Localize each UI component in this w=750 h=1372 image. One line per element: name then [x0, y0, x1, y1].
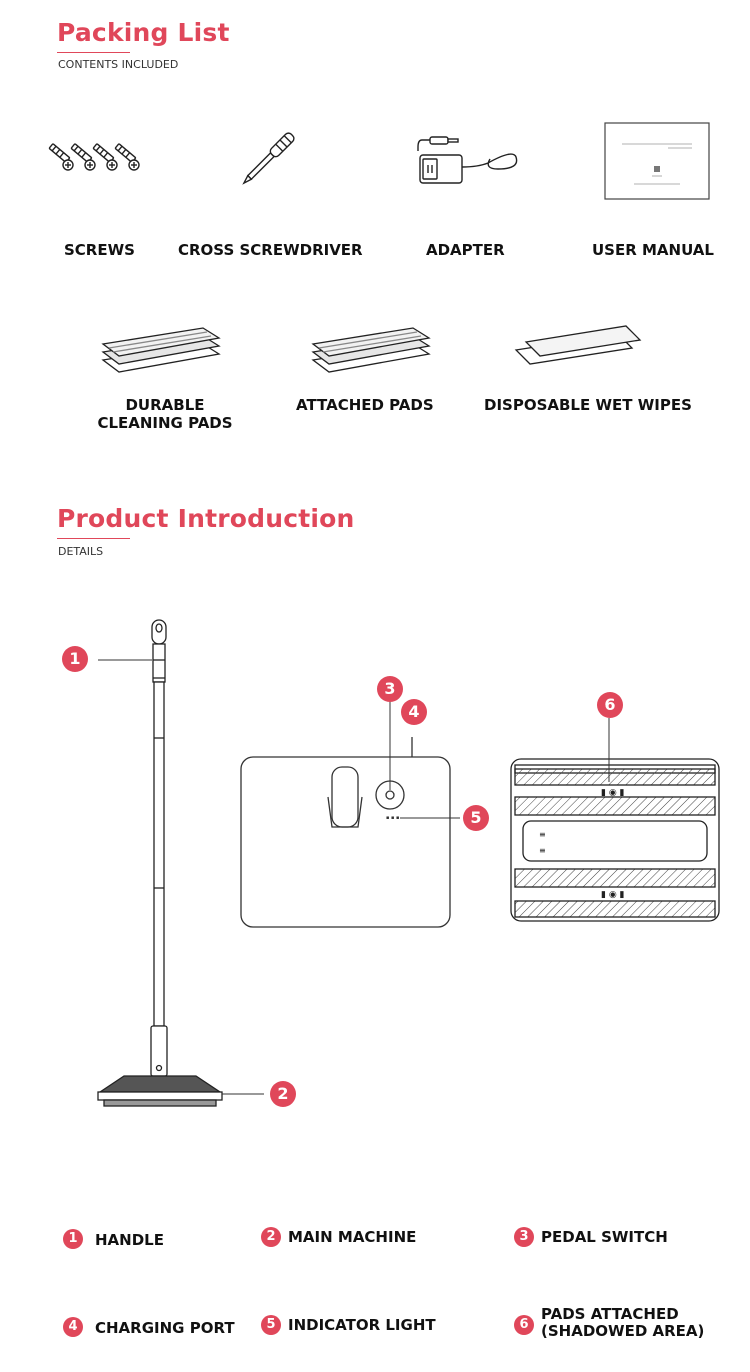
- svg-text:▮ ◉ ▮: ▮ ◉ ▮: [601, 890, 625, 900]
- legend-pads-attached-label: PADS ATTACHED (SHADOWED AREA): [541, 1305, 705, 1340]
- legend-4-badge: 4: [63, 1317, 83, 1337]
- product-title-rule: [57, 538, 130, 539]
- attached-pads-label: ATTACHED PADS: [296, 396, 434, 414]
- callout-5-badge: 5: [463, 805, 489, 831]
- callout-2-badge: 2: [270, 1081, 296, 1107]
- legend-main-machine-label: MAIN MACHINE: [288, 1228, 417, 1246]
- legend-indicator-light-label: INDICATOR LIGHT: [288, 1316, 436, 1334]
- screwdriver-icon: [242, 132, 295, 185]
- packing-list-title: Packing List: [57, 18, 230, 47]
- callout-3-badge: 3: [377, 676, 403, 702]
- callout-6-badge: 6: [597, 692, 623, 718]
- cross-screwdriver-label: CROSS SCREWDRIVER: [178, 241, 363, 259]
- product-subtitle: DETAILS: [58, 545, 104, 558]
- mop-side-view: [97, 619, 223, 1107]
- svg-text:≡: ≡: [539, 846, 546, 855]
- screws-label: SCREWS: [64, 241, 135, 259]
- manual-icon: [604, 122, 710, 200]
- cleaning-pads-icon: [101, 327, 221, 373]
- screws-icon: [48, 143, 140, 171]
- legend-charging-port-label: CHARGING PORT: [95, 1319, 235, 1337]
- legend-handle-label: HANDLE: [95, 1231, 164, 1249]
- packing-subtitle: CONTENTS INCLUDED: [58, 58, 179, 71]
- main-machine-top-view: ▪ ▪ ▪: [240, 737, 451, 928]
- product-introduction-title: Product Introduction: [57, 504, 355, 533]
- durable-cleaning-pads-label: DURABLE CLEANING PADS: [90, 396, 240, 432]
- legend-5-badge: 5: [261, 1315, 281, 1335]
- svg-text:▪ ▪ ▪: ▪ ▪ ▪: [386, 815, 399, 821]
- adapter-label: ADAPTER: [426, 241, 505, 259]
- callout-4-badge: 4: [401, 699, 427, 725]
- legend-1-badge: 1: [63, 1229, 83, 1249]
- legend-6-badge: 6: [514, 1315, 534, 1335]
- legend-2-badge: 2: [261, 1227, 281, 1247]
- legend-3-badge: 3: [514, 1227, 534, 1247]
- packing-title-rule: [57, 52, 130, 53]
- attached-pads-icon: [311, 327, 431, 373]
- pads-underside-view: ▮ ◉ ▮ ≡ ≡ ▮ ◉ ▮: [510, 758, 720, 922]
- adapter-icon: [417, 136, 518, 184]
- durable-cleaning-pads-text: DURABLE CLEANING PADS: [97, 396, 233, 432]
- wet-wipes-icon: [514, 325, 642, 365]
- legend-pedal-switch-label: PEDAL SWITCH: [541, 1228, 668, 1246]
- svg-text:▮ ◉ ▮: ▮ ◉ ▮: [601, 788, 625, 798]
- user-manual-label: USER MANUAL: [592, 241, 714, 259]
- disposable-wet-wipes-label: DISPOSABLE WET WIPES: [484, 396, 692, 414]
- svg-text:≡: ≡: [539, 830, 546, 839]
- callout-1-badge: 1: [62, 646, 88, 672]
